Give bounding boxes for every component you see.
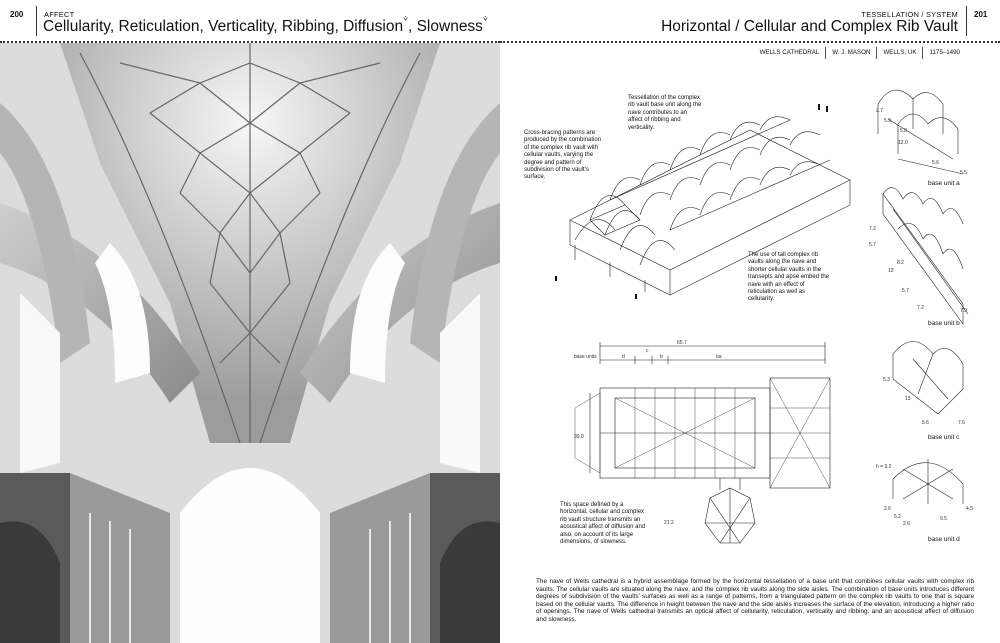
dim-plan-total: 65.7 [677, 340, 687, 346]
left-page: 200 AFFECT Cellularity, Reticulation, Ve… [0, 0, 500, 643]
header-dotted-rule [0, 41, 500, 43]
right-page: TESSELLATION / SYSTEM Horizontal / Cellu… [500, 0, 1000, 643]
dim-plan-c: c [646, 348, 649, 354]
dim-b-7: 7.9 [960, 308, 967, 314]
dim-d-2: 2.6 [884, 506, 891, 512]
dim-b-6: 7.2 [917, 305, 924, 311]
note-cross-bracing: Cross-bracing patterns are produced by t… [524, 130, 602, 181]
dim-d-3: 5.2 [894, 514, 901, 520]
dim-plan-ba: ba [716, 354, 722, 360]
dim-a-5: 5.6 [932, 160, 939, 166]
dim-c-4: 7.6 [958, 420, 965, 426]
floor-plan-drawing [574, 342, 831, 544]
dim-plan-b: b [660, 354, 663, 360]
section-kicker-right: TESSELLATION / SYSTEM [861, 10, 958, 19]
section-kicker: AFFECT [44, 10, 75, 19]
caption-base-unit-b: base unit b [928, 320, 960, 327]
dim-a-6: 5.5 [960, 170, 967, 176]
dim-plan-height: 39.8 [574, 434, 584, 440]
caption-base-unit-a: base unit a [928, 180, 960, 187]
tag-date: 1175–1490 [929, 49, 960, 56]
dim-a-1: 2.7 [876, 108, 883, 114]
body-paragraph: The nave of Wells cathedral is a hybrid … [536, 578, 974, 623]
dim-c-3: 5.6 [922, 420, 929, 426]
caption-base-unit-c: base unit c [928, 434, 960, 441]
header-divider-right [966, 6, 967, 36]
dim-c-1: 5.3 [883, 377, 890, 383]
note-tall-vaults: The use of tall complex rib vaults along… [748, 252, 830, 303]
right-header: TESSELLATION / SYSTEM Horizontal / Cellu… [500, 0, 1000, 43]
dim-b-3: 8.2 [897, 260, 904, 266]
dim-a-3: 5.8 [900, 128, 907, 134]
tag-building: WELLS CATHEDRAL [754, 47, 827, 59]
left-header: 200 AFFECT Cellularity, Reticulation, Ve… [0, 0, 500, 43]
dim-b-4: 13 [888, 268, 894, 274]
vault-illustration [0, 43, 500, 643]
note-tessellation: Tessellation of the complex rib vault ba… [628, 95, 702, 131]
dim-d-4: 2.6 [903, 521, 910, 527]
dim-c-2: 13 [905, 396, 911, 402]
axonometric-drawing [555, 104, 851, 299]
base-unit-drawings [877, 89, 969, 504]
cathedral-vault-photo [0, 43, 500, 643]
page-title-left: Cellularity, Reticulation, Verticality, … [43, 14, 488, 36]
caption-base-unit-d: base unit d [928, 536, 960, 543]
rss-icon: ⩒ [403, 14, 408, 23]
dim-d-5: 9.5 [940, 516, 947, 522]
page-number-right: 201 [974, 10, 988, 19]
title-end-text: , Slowness [407, 18, 483, 35]
dim-plan-base: base units [574, 354, 597, 360]
page-number-left: 200 [10, 10, 24, 19]
note-space: This space defined by a horizontal, cell… [560, 502, 646, 546]
dim-plan-d: d [622, 354, 625, 360]
dim-d-1: h = 9.2 [876, 464, 892, 470]
dim-b-5: 5.7 [902, 288, 909, 294]
dim-plan-side: 21.2 [664, 520, 674, 526]
dim-b-1: 7.2 [869, 226, 876, 232]
rss-icon: ⩒ [482, 14, 488, 23]
header-divider [36, 6, 37, 36]
building-info-tags: WELLS CATHEDRAL W. J. MASON WELLS, UK 11… [754, 47, 966, 59]
dim-b-2: 5.7 [869, 242, 876, 248]
tag-location: WELLS, UK [877, 47, 924, 59]
dim-a-2: 5.9 [884, 118, 891, 124]
dim-a-4: 12.0 [898, 140, 908, 146]
header-dotted-rule-right [500, 41, 1000, 43]
tag-architect: W. J. MASON [826, 47, 878, 59]
title-text: Cellularity, Reticulation, Verticality, … [43, 18, 404, 35]
page-title-right: Horizontal / Cellular and Complex Rib Va… [661, 18, 958, 35]
dim-d-6: 4.5 [966, 506, 973, 512]
